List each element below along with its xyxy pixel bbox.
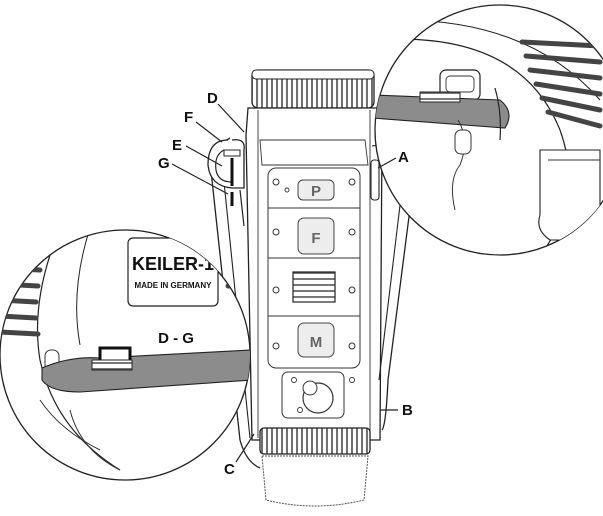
control-rocker[interactable]: [292, 271, 336, 303]
bottom-lens-ring: [259, 427, 371, 455]
detail-circle-dg: KEILER-1 MADE IN GERMANY D - G: [0, 229, 251, 481]
grip-ribs: [519, 39, 603, 129]
panel-screws: [272, 178, 356, 350]
detail-caption: D - G: [158, 330, 194, 347]
callout-g: G: [158, 155, 229, 195]
m-button-label: M: [310, 334, 323, 351]
callout-g-label: G: [158, 155, 170, 172]
callout-a: A: [377, 149, 409, 169]
f-button-label: F: [311, 230, 320, 247]
callout-e-label: E: [172, 137, 182, 154]
model-name: KEILER-1: [132, 254, 214, 274]
strap-band-right: [375, 94, 510, 129]
f-button[interactable]: F: [297, 217, 335, 255]
made-in-label: MADE IN GERMANY: [135, 281, 213, 290]
callout-d-label: D: [207, 90, 218, 107]
callout-f: F: [184, 109, 223, 143]
wrist-strap: [207, 137, 417, 469]
m-button[interactable]: M: [297, 322, 335, 358]
button-panel: [267, 167, 361, 369]
callout-b-label: B: [402, 402, 413, 419]
callout-e: E: [172, 137, 223, 167]
thermal-monocular: P F M: [245, 69, 383, 507]
detail-circle-a: [374, 4, 603, 256]
callout-d: D: [207, 90, 245, 133]
lens-cap[interactable]: [261, 455, 369, 507]
callout-a-label: A: [398, 149, 409, 166]
callout-c: C: [224, 433, 255, 478]
callout-b: B: [380, 402, 413, 419]
p-button-label: P: [311, 183, 321, 200]
strap-anchor-a: [370, 159, 380, 201]
callout-f-label: F: [184, 109, 193, 126]
strap-buckle: [207, 139, 245, 227]
p-button[interactable]: P: [297, 179, 335, 201]
callout-c-label: C: [224, 461, 235, 478]
battery-cap[interactable]: [281, 371, 355, 419]
